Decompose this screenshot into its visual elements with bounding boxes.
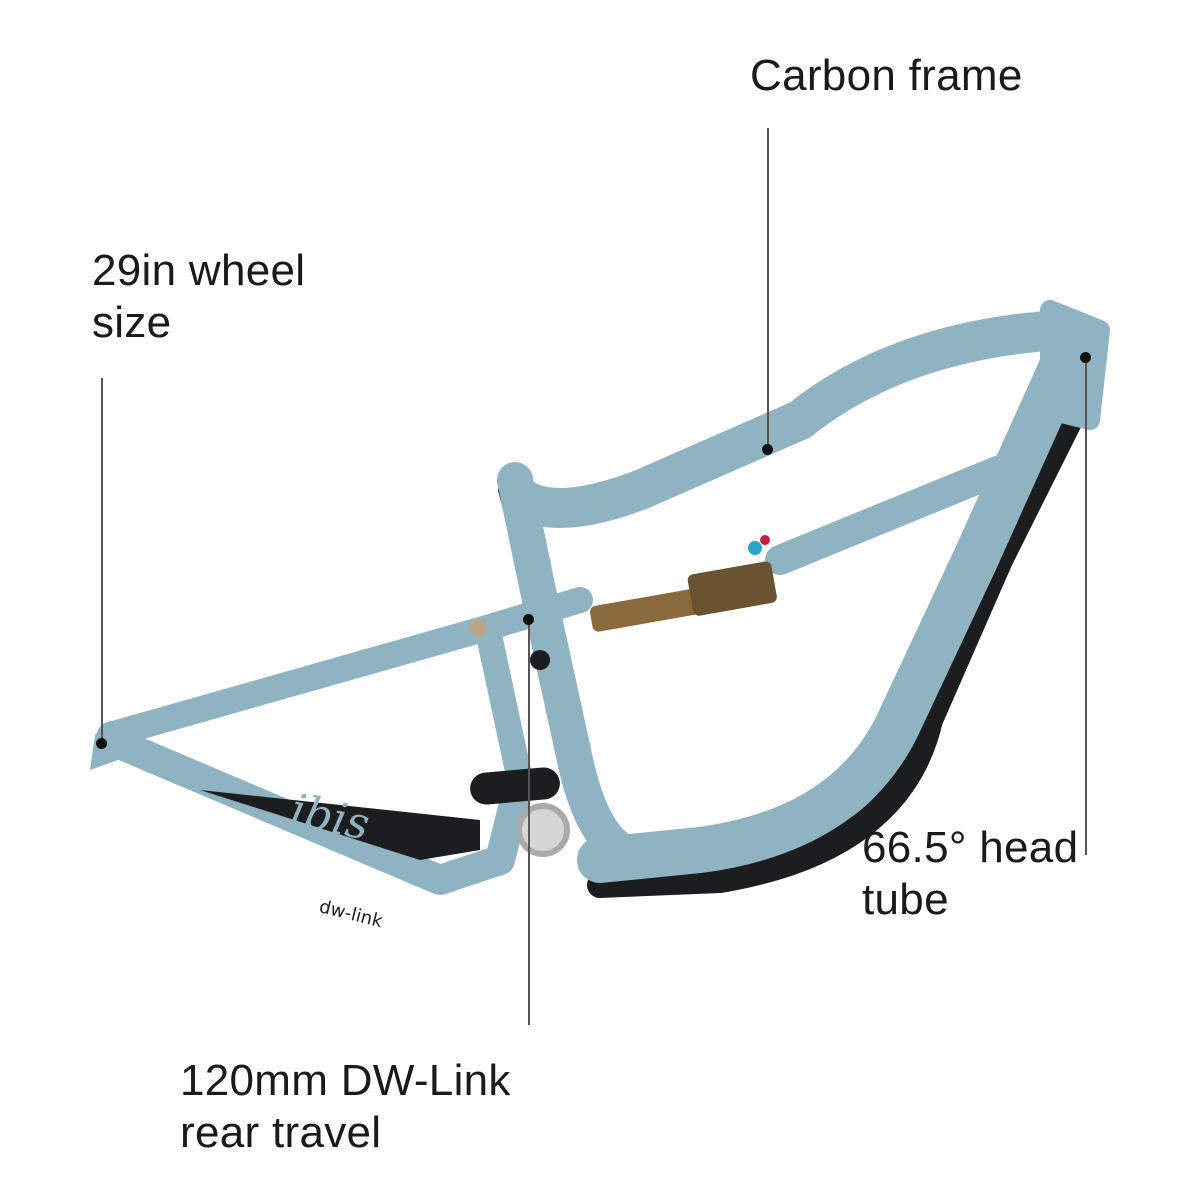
marker-head-tube <box>1080 352 1091 363</box>
head-tube <box>1040 300 1110 430</box>
leader-wheel-size <box>101 378 103 740</box>
down-tube <box>577 337 1088 883</box>
shock-strut <box>765 455 1015 575</box>
main-triangle <box>497 300 1110 883</box>
links <box>470 650 560 805</box>
annotation-carbon-frame: Carbon frame <box>750 51 1023 100</box>
top-tube <box>505 310 1080 528</box>
annotation-wheel-size-line1: 29in wheel <box>92 246 306 295</box>
marker-carbon-frame <box>762 444 773 455</box>
annotation-rear-travel: 120mm DW-Link rear travel <box>180 1055 511 1159</box>
rear-shock <box>589 535 777 632</box>
seat-tube <box>497 462 638 868</box>
chainstay-carbon-panel <box>200 790 480 860</box>
annotation-head-tube-line1: 66.5° head <box>862 823 1079 872</box>
rear-upright <box>477 627 533 793</box>
marker-wheel-size <box>96 738 107 749</box>
annotation-head-tube: 66.5° head tube <box>862 822 1078 926</box>
pivot-bolt <box>469 619 487 637</box>
marker-rear-travel <box>523 614 534 625</box>
annotation-rear-travel-line1: 120mm DW-Link <box>180 1056 511 1105</box>
leader-carbon-frame <box>767 128 769 450</box>
annotation-wheel-size: 29in wheel size <box>92 245 305 349</box>
bottom-bracket <box>516 803 570 857</box>
leader-head-tube <box>1085 358 1087 855</box>
annotation-head-tube-line2: tube <box>862 875 949 924</box>
leader-rear-travel <box>528 620 530 1025</box>
dw-link-logo: dw-link <box>317 896 385 932</box>
ibis-logo: ibis <box>286 784 374 850</box>
annotation-rear-travel-line2: rear travel <box>180 1108 382 1157</box>
annotation-wheel-size-line2: size <box>92 298 172 347</box>
